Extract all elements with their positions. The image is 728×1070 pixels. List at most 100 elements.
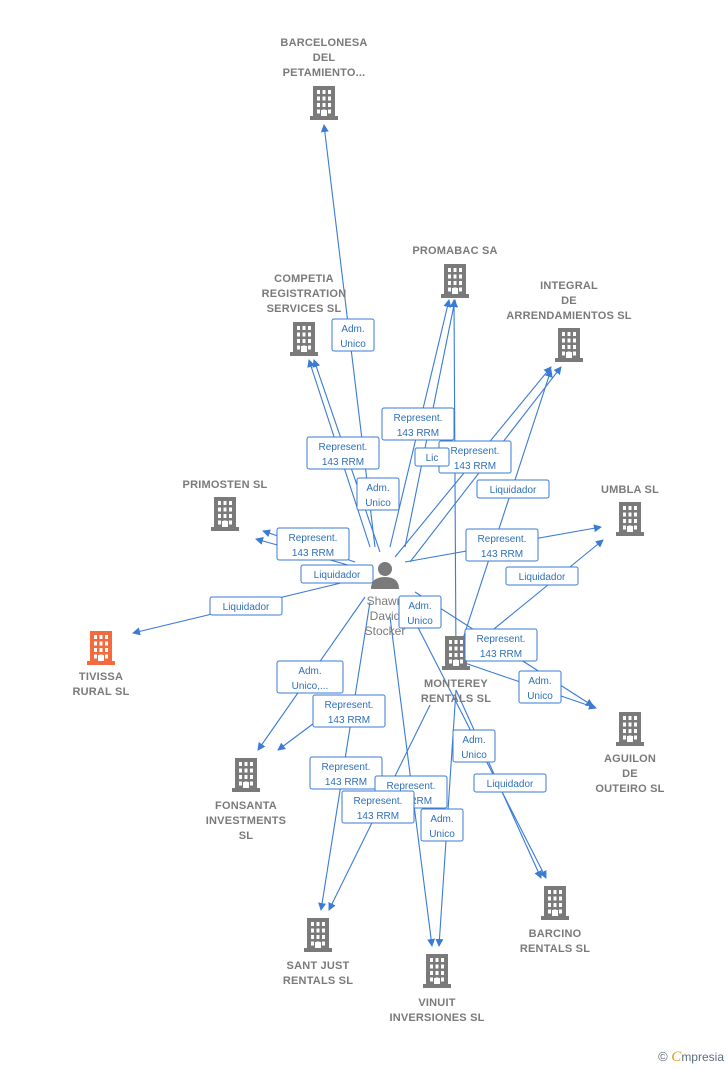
relation-label: Represent.143 RRM bbox=[276, 527, 350, 561]
building-icon[interactable] bbox=[290, 322, 318, 356]
person-icon bbox=[378, 562, 392, 576]
relation-label: Adm. Unico bbox=[518, 670, 562, 704]
relation-label-line: Represent. bbox=[322, 762, 371, 773]
relation-label: Adm.Unico bbox=[356, 477, 400, 511]
company-name-line: ARRENDAMIENTOS SL bbox=[506, 310, 632, 322]
relation-label-line: Adm. bbox=[528, 676, 551, 687]
company-node-primosten[interactable]: PRIMOSTEN SL bbox=[183, 479, 268, 531]
relation-label-line: 143 RRM bbox=[480, 649, 522, 660]
company-name-line: PROMABAC SA bbox=[412, 245, 497, 257]
company-name-line: DE bbox=[561, 295, 577, 307]
relation-label-line: 143 RRM bbox=[325, 777, 367, 788]
building-icon[interactable] bbox=[541, 886, 569, 920]
company-node-promabac[interactable]: PROMABAC SA bbox=[412, 245, 497, 298]
relation-label-line: Adm. bbox=[366, 483, 389, 494]
building-icon[interactable] bbox=[423, 954, 451, 988]
company-name-line: BARCELONESA bbox=[280, 37, 367, 49]
footer: © Cmpresia bbox=[658, 1049, 724, 1066]
person-name-line: Shawn bbox=[367, 594, 404, 608]
company-name-line: SL bbox=[239, 830, 254, 842]
relation-label: Liquidador bbox=[473, 773, 547, 793]
building-icon[interactable] bbox=[616, 712, 644, 746]
relation-label-line: 143 RRM bbox=[292, 548, 334, 559]
relation-label-line: Liquidador bbox=[490, 485, 537, 496]
relation-label-line: Unico bbox=[527, 691, 553, 702]
relation-label-line: Unico bbox=[461, 750, 487, 761]
company-node-umbla[interactable]: UMBLA SL bbox=[601, 484, 659, 536]
building-icon[interactable] bbox=[304, 918, 332, 952]
company-name-line: TIVISSA bbox=[79, 671, 123, 683]
relation-label: Represent.143 RRM bbox=[312, 694, 386, 728]
relation-label: Represent.143 RRM bbox=[306, 436, 380, 470]
relation-label: Adm.Unico bbox=[398, 595, 442, 629]
building-icon[interactable] bbox=[441, 264, 469, 298]
relation-label-line: Unico bbox=[429, 829, 455, 840]
relation-label: Adm. Unico bbox=[331, 318, 375, 352]
company-name-line: AGUILON bbox=[604, 753, 656, 765]
company-name-line: RENTALS SL bbox=[520, 943, 590, 955]
relation-label: Liquidador bbox=[300, 564, 374, 584]
building-icon[interactable] bbox=[211, 497, 239, 531]
relation-label: Adm.Unico,... bbox=[276, 660, 344, 694]
relation-label-line: Unico bbox=[340, 339, 366, 350]
relation-label: Represent. 143 RRM bbox=[341, 790, 415, 824]
relation-label-line: Liquidador bbox=[223, 602, 270, 613]
company-name-line: PRIMOSTEN SL bbox=[183, 479, 268, 491]
company-node-integral[interactable]: INTEGRAL DE ARRENDAMIENTOS SL bbox=[506, 280, 632, 362]
company-node-monterey[interactable]: MONTEREY RENTALS SL bbox=[421, 636, 491, 705]
relation-label-line: Lic bbox=[426, 453, 439, 464]
building-icon[interactable] bbox=[555, 328, 583, 362]
relation-label: Liquidador bbox=[505, 566, 579, 586]
building-icon[interactable] bbox=[616, 502, 644, 536]
relation-label-line: 143 RRM bbox=[357, 811, 399, 822]
relation-label: Adm. Unico bbox=[420, 808, 464, 842]
building-icon[interactable] bbox=[442, 636, 470, 670]
company-name-line: UMBLA SL bbox=[601, 484, 659, 496]
relation-label-line: Adm. bbox=[462, 735, 485, 746]
company-node-barcelonesa[interactable]: BARCELONESADELPETAMIENTO... bbox=[280, 37, 367, 120]
building-icon[interactable] bbox=[232, 758, 260, 792]
company-name-line: BARCINO bbox=[529, 928, 582, 940]
relation-label-line: 143 RRM bbox=[454, 461, 496, 472]
relation-label-line: Represent. bbox=[354, 796, 403, 807]
company-name-line: INTEGRAL bbox=[540, 280, 598, 292]
company-node-barcino[interactable]: BARCINO RENTALS SL bbox=[520, 886, 590, 955]
relation-label-line: Adm. bbox=[430, 814, 453, 825]
relation-label: Liquidador bbox=[476, 479, 550, 499]
relation-label-line: Represent. bbox=[394, 413, 443, 424]
relation-label-line: 143 RRM bbox=[322, 457, 364, 468]
relation-label-line: Represent. bbox=[387, 781, 436, 792]
relation-label-line: Represent. bbox=[477, 634, 526, 645]
company-name-line: MONTEREY bbox=[424, 678, 488, 690]
relation-label-line: 143 RRM bbox=[328, 715, 370, 726]
relation-label-line: Adm. bbox=[341, 324, 364, 335]
person-name-line: Stocker bbox=[365, 624, 406, 638]
brand-logo-letter: C bbox=[671, 1049, 682, 1065]
relation-label-line: Adm. bbox=[298, 666, 321, 677]
building-icon[interactable] bbox=[310, 86, 338, 120]
company-name-line: DE bbox=[622, 768, 638, 780]
person-body-icon bbox=[371, 577, 399, 589]
relation-label-line: Represent. bbox=[478, 534, 527, 545]
company-name-line: RENTALS SL bbox=[421, 693, 491, 705]
relation-label-line: Liquidador bbox=[314, 570, 361, 581]
building-icon[interactable] bbox=[87, 631, 115, 665]
relation-label-line: 143 RRM bbox=[481, 549, 523, 560]
relation-label-line: Liquidador bbox=[487, 779, 534, 790]
company-name-line: DEL bbox=[313, 52, 336, 64]
relation-label: Adm. Unico bbox=[452, 729, 496, 763]
relation-label-line: 143 RRM bbox=[397, 428, 439, 439]
relation-edge bbox=[450, 299, 459, 661]
edges-layer bbox=[132, 124, 604, 947]
relation-label: Represent. 143 RRM bbox=[381, 407, 455, 441]
company-name-line: SERVICES SL bbox=[267, 303, 342, 315]
